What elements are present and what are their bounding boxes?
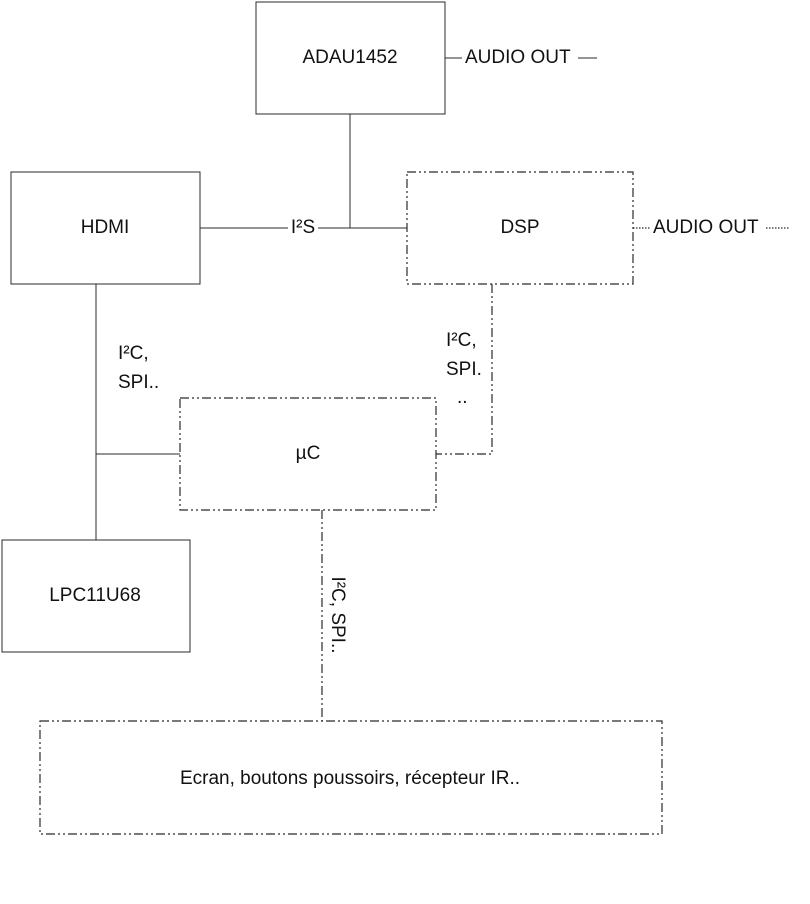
adau-audio-out-label: AUDIO OUT — [465, 47, 571, 68]
hdmi-label: HDMI — [81, 217, 130, 238]
dsp-label: DSP — [500, 217, 539, 238]
hdmi-uc-bus-label-line2: SPI.. — [118, 372, 159, 393]
lpc11u68-box — [1, 539, 191, 653]
connections — [95, 57, 790, 721]
uc-block: µC — [179, 397, 437, 511]
dsp-uc-bus-label-line1: I²C, — [446, 330, 477, 351]
dsp-uc-bus-label-line2: SPI. — [446, 359, 482, 380]
dsp-box — [406, 171, 634, 285]
adau1452-label: ADAU1452 — [302, 47, 397, 68]
dsp-uc-bus-label-line3: .. — [457, 387, 468, 408]
dsp-audio-out-label: AUDIO OUT — [653, 217, 759, 238]
hdmi-block: HDMI — [10, 171, 201, 285]
peripherals-label: Ecran, boutons poussoirs, récepteur IR.. — [180, 768, 520, 789]
i2s-label: I²S — [291, 217, 315, 238]
peripherals-box — [39, 720, 663, 835]
hdmi-box — [10, 171, 201, 285]
uc-box — [179, 397, 437, 511]
dsp-block: DSP — [406, 171, 634, 285]
uc-peripherals-bus-label: I²C, SPI.. — [327, 576, 348, 653]
lpc11u68-label: LPC11U68 — [49, 585, 141, 606]
adau1452-block: ADAU1452 — [255, 1, 446, 115]
lpc11u68-block: LPC11U68 — [1, 539, 191, 653]
uc-label: µC — [296, 443, 321, 464]
hdmi-uc-bus-label-line1: I²C, — [118, 343, 149, 364]
adau1452-box — [255, 1, 446, 115]
peripherals-block: Ecran, boutons poussoirs, récepteur IR.. — [39, 720, 663, 835]
dsp-to-uc-line — [436, 284, 493, 455]
